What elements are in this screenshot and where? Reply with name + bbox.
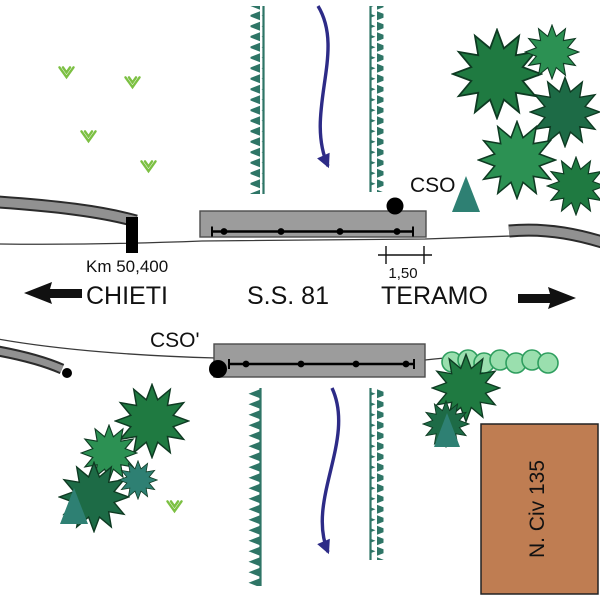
road-edge-lower-left: [0, 338, 217, 359]
guardrail-post-dot: [297, 360, 305, 368]
guardrail-post-dot: [242, 360, 250, 368]
bank-hachure-right: [370, 388, 384, 560]
guardrail-post-dot: [393, 228, 401, 235]
cso-lower-label: CSO': [150, 329, 200, 352]
tree-cluster-right-middle: [422, 353, 501, 448]
tree-cluster-bottom-left: [58, 383, 190, 533]
flow-arrow-icon: [317, 387, 341, 555]
arrow-left-icon: [24, 282, 82, 304]
building-footprint: [480, 423, 599, 595]
cso-upper-label: CSO: [410, 174, 456, 197]
arrow-right-icon: [518, 287, 576, 309]
bridge-deck-lower: [213, 343, 426, 378]
building-label: N. Civ 135: [526, 460, 549, 558]
bank-hachure-left: [250, 6, 264, 194]
tree-cluster-top-right: [451, 24, 600, 216]
stream-banks-lower: [247, 388, 384, 586]
band-right-upper: [508, 225, 600, 247]
building: N. Civ 135: [480, 423, 599, 595]
band-left-upper: [0, 197, 138, 226]
roadside-bands: [0, 195, 600, 378]
hedge-bush-icon: [537, 352, 559, 374]
conifer-icon: [452, 176, 480, 212]
km-marker: Km 50,400: [86, 217, 168, 276]
conifer-icon: [434, 413, 460, 447]
guardrail-post-dot: [336, 228, 344, 235]
guardrail-post-dot: [277, 228, 285, 235]
km-marker-label: Km 50,400: [86, 257, 168, 276]
cso-point-lower: [209, 360, 227, 378]
bank-hachure-left: [247, 388, 261, 586]
road-edge-upper: [0, 235, 512, 245]
conifer-icon: [60, 488, 88, 524]
road-name-label: S.S. 81: [247, 282, 329, 310]
bridge-lower: CSO': [150, 329, 426, 378]
bank-hachure-right: [370, 6, 384, 192]
guardrail-post-dot: [402, 360, 410, 368]
direction-left-label: CHIETI: [86, 282, 168, 310]
cso-point-upper: [386, 197, 404, 215]
band-left-lower: [0, 347, 64, 373]
bridge-upper: CSO: [199, 174, 456, 238]
km-post-icon: [126, 217, 138, 253]
bridge-deck-upper: [199, 210, 427, 238]
band-end-point: [62, 368, 72, 378]
dimension-label: 1,50: [388, 265, 417, 282]
direction-right-label: TERAMO: [381, 282, 488, 310]
guardrail-post-dot: [220, 228, 228, 235]
stream-banks-upper: [250, 6, 384, 194]
flow-arrow-icon: [316, 5, 330, 169]
dimension: 1,50: [378, 246, 432, 282]
stream-lower: [247, 387, 384, 586]
stream-upper: [250, 5, 384, 194]
direction-row: CHIETI S.S. 81 TERAMO: [24, 282, 576, 310]
guardrail-post-dot: [352, 360, 360, 368]
